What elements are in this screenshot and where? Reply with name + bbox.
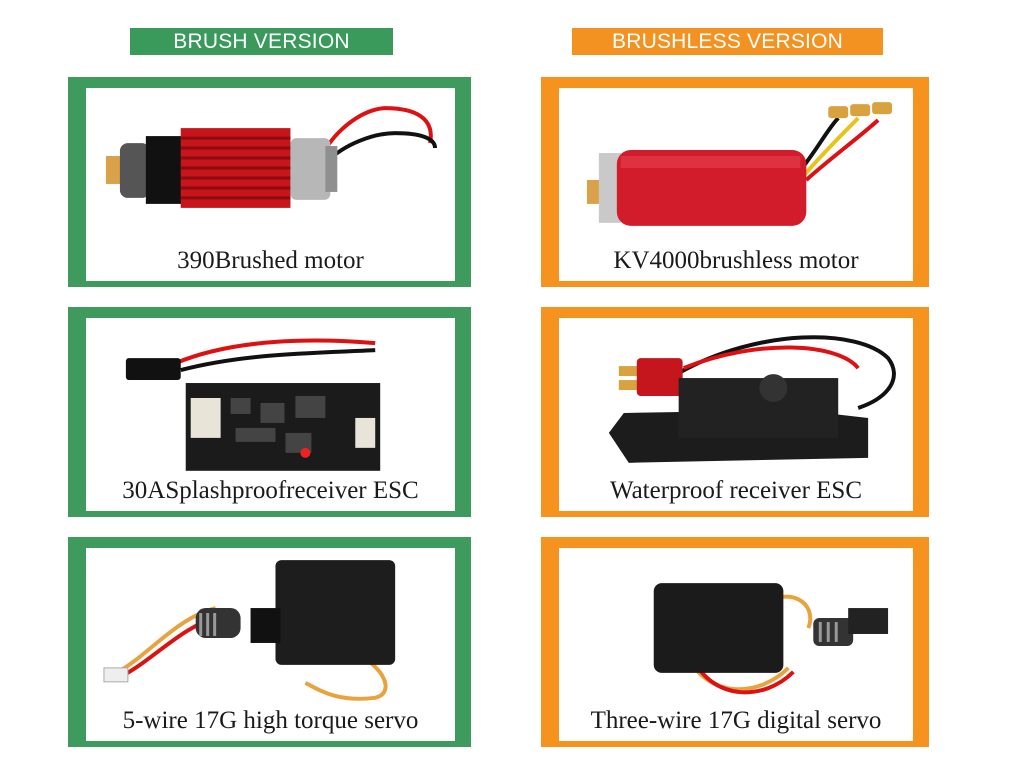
- brushless-esc-illustration: [608, 335, 896, 463]
- brushed-esc-illustration: [125, 338, 381, 471]
- brushless-servo-image: [559, 548, 913, 707]
- brushless-motor-panel: KV4000brushless motor: [541, 77, 929, 287]
- brushless-servo-illustration: [653, 583, 889, 695]
- brushed-esc-image: [86, 318, 455, 477]
- brushed-servo-label: 5-wire 17G high torque servo: [86, 701, 455, 741]
- brushed-motor-label: 390Brushed motor: [86, 241, 455, 281]
- brushed-motor-image: [86, 88, 455, 247]
- brushed-servo-illustration: [103, 560, 396, 701]
- brushless-esc-label: Waterproof receiver ESC: [559, 471, 913, 511]
- brushless-motor-illustration: [586, 102, 893, 226]
- brushed-esc-panel: 30ASplashproofreceiver ESC: [68, 307, 471, 517]
- brushed-servo-panel: 5-wire 17G high torque servo: [68, 537, 471, 747]
- brushed-motor-panel: 390Brushed motor: [68, 77, 471, 287]
- brushed-motor-illustration: [105, 106, 438, 208]
- brushed-esc-label: 30ASplashproofreceiver ESC: [86, 471, 455, 511]
- brushless-version-header: BRUSHLESS VERSION: [572, 28, 883, 55]
- brush-version-header: BRUSH VERSION: [130, 28, 393, 55]
- brushless-esc-image: [559, 318, 913, 477]
- brushless-servo-label: Three-wire 17G digital servo: [559, 701, 913, 741]
- brushless-motor-image: [559, 88, 913, 247]
- brushless-motor-label: KV4000brushless motor: [559, 241, 913, 281]
- brushless-servo-panel: Three-wire 17G digital servo: [541, 537, 929, 747]
- brushless-esc-panel: Waterproof receiver ESC: [541, 307, 929, 517]
- brushed-servo-image: [86, 548, 455, 707]
